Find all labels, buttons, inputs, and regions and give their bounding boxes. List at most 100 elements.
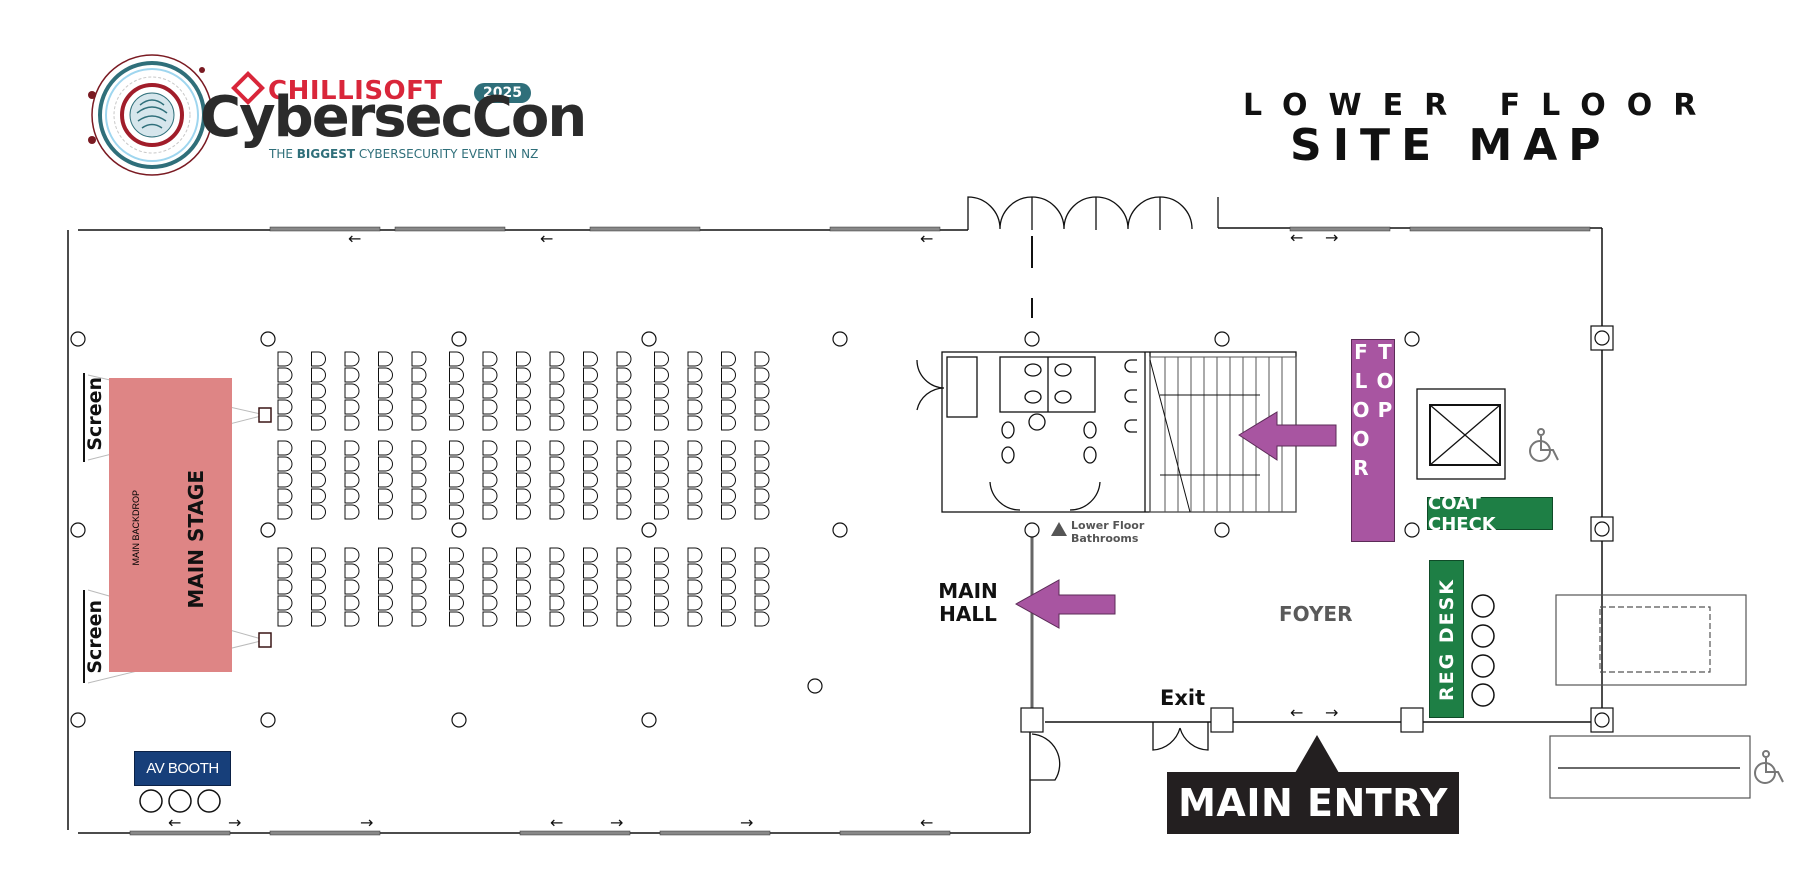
seat bbox=[277, 488, 293, 504]
seat bbox=[411, 563, 427, 579]
seat bbox=[616, 472, 632, 488]
seat bbox=[687, 415, 703, 431]
seat bbox=[311, 547, 326, 563]
main-stage[interactable] bbox=[109, 378, 232, 672]
seat bbox=[449, 504, 464, 520]
seat bbox=[616, 351, 632, 367]
top-floor-label: TOP FLOOR bbox=[1349, 340, 1397, 485]
seat bbox=[583, 456, 598, 472]
seat bbox=[583, 488, 598, 504]
seat bbox=[687, 504, 703, 520]
audience-seating bbox=[277, 351, 770, 627]
seat bbox=[378, 595, 393, 611]
seat bbox=[482, 440, 498, 456]
page-title-line2: SITE MAP bbox=[1290, 120, 1612, 171]
seat bbox=[411, 351, 427, 367]
screen-label-top: Screen bbox=[84, 377, 106, 451]
event-tagline: THE BIGGEST CYBERSECURITY EVENT IN NZ bbox=[269, 147, 538, 161]
seat bbox=[344, 611, 360, 627]
svg-text:→: → bbox=[360, 813, 373, 832]
seat bbox=[482, 399, 498, 415]
seat bbox=[516, 579, 531, 595]
logo-emblem-icon bbox=[88, 54, 213, 176]
top-floor-sign[interactable]: TOP FLOOR bbox=[1349, 339, 1397, 542]
seat bbox=[277, 351, 293, 367]
seat bbox=[344, 547, 360, 563]
seat bbox=[516, 399, 531, 415]
seat bbox=[344, 579, 360, 595]
reg-desk[interactable]: REG DESK bbox=[1429, 560, 1464, 718]
seat bbox=[482, 351, 498, 367]
seat bbox=[754, 351, 770, 367]
seat bbox=[516, 383, 531, 399]
seat bbox=[378, 456, 393, 472]
seat bbox=[616, 367, 632, 383]
av-booth[interactable]: AV BOOTH bbox=[134, 751, 231, 786]
seat bbox=[687, 440, 703, 456]
seat bbox=[583, 399, 598, 415]
seat bbox=[411, 579, 427, 595]
seat bbox=[449, 611, 464, 627]
seat bbox=[277, 579, 293, 595]
seat bbox=[311, 579, 326, 595]
svg-text:←: ← bbox=[1290, 228, 1303, 247]
seat bbox=[449, 579, 464, 595]
north-doors bbox=[967, 196, 1219, 230]
reg-desk-chairs bbox=[1471, 594, 1495, 707]
svg-text:→: → bbox=[610, 813, 623, 832]
seat bbox=[687, 399, 703, 415]
seat bbox=[482, 611, 498, 627]
seat bbox=[449, 547, 464, 563]
tagline-pre: THE bbox=[269, 147, 297, 161]
seat bbox=[549, 440, 565, 456]
direction-arrow-main-hall bbox=[1014, 579, 1116, 629]
seat bbox=[549, 563, 565, 579]
seat bbox=[654, 383, 669, 399]
seat bbox=[654, 611, 669, 627]
seat bbox=[516, 488, 531, 504]
seat bbox=[721, 504, 736, 520]
seat bbox=[516, 611, 531, 627]
main-entry[interactable]: MAIN ENTRY bbox=[1167, 772, 1459, 834]
seat bbox=[754, 367, 770, 383]
seat bbox=[616, 399, 632, 415]
seat bbox=[721, 440, 736, 456]
windows bbox=[129, 226, 1591, 836]
seat bbox=[516, 415, 531, 431]
seat bbox=[482, 563, 498, 579]
seat bbox=[687, 595, 703, 611]
coat-check[interactable]: COAT CHECK bbox=[1427, 493, 1553, 535]
main-hall-word: MAIN bbox=[938, 579, 998, 603]
seat bbox=[583, 440, 598, 456]
seat bbox=[482, 595, 498, 611]
seat bbox=[411, 504, 427, 520]
seat bbox=[311, 611, 326, 627]
seat bbox=[449, 595, 464, 611]
seat bbox=[583, 383, 598, 399]
svg-text:←: ← bbox=[540, 229, 553, 248]
seat bbox=[549, 456, 565, 472]
seat bbox=[344, 504, 360, 520]
seat bbox=[311, 488, 326, 504]
seat bbox=[482, 504, 498, 520]
seat bbox=[378, 383, 393, 399]
main-stage-label: MAIN STAGE bbox=[184, 470, 208, 609]
seat bbox=[654, 579, 669, 595]
svg-text:←: ← bbox=[550, 813, 563, 832]
direction-arrow-top-floor bbox=[1238, 411, 1337, 461]
seat bbox=[482, 488, 498, 504]
seat bbox=[411, 488, 427, 504]
seat bbox=[754, 547, 770, 563]
seat bbox=[311, 595, 326, 611]
svg-text:←: ← bbox=[1290, 703, 1303, 722]
seat bbox=[344, 595, 360, 611]
seat bbox=[482, 547, 498, 563]
seat bbox=[449, 488, 464, 504]
projectors bbox=[258, 407, 272, 648]
seat bbox=[311, 456, 326, 472]
seat bbox=[411, 595, 427, 611]
seat bbox=[277, 399, 293, 415]
seat bbox=[378, 504, 393, 520]
seat bbox=[516, 472, 531, 488]
